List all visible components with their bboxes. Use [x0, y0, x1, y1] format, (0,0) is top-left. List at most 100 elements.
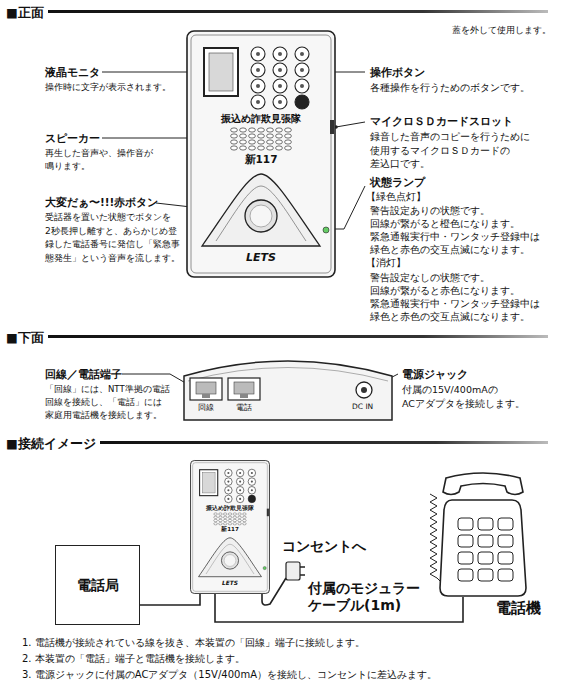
lcd-monitor: [204, 48, 238, 96]
button-mark: [251, 472, 253, 474]
modular-jack: [228, 378, 260, 400]
callout-title: 電源ジャック: [402, 368, 468, 381]
operation-button: [248, 486, 255, 494]
keypad-key: [498, 552, 513, 564]
speaker-hole: [285, 140, 292, 144]
button-mark: [278, 68, 282, 72]
callout-title: 状態ランプ: [370, 176, 425, 189]
sd-card-slot: [330, 120, 334, 134]
callout-title: スピーカー: [45, 132, 100, 145]
speaker-hole: [238, 513, 242, 515]
operation-button: [251, 63, 265, 77]
keypad-key: [498, 518, 513, 530]
button-mark: [256, 52, 260, 56]
coil-cord: [430, 494, 441, 582]
button-arch: [202, 174, 320, 246]
callout-title: 大変だぁ〜!!!赤ボタン: [45, 196, 158, 209]
product-name: 振込め詐欺見張隊: [221, 113, 301, 125]
speaker-hole: [258, 128, 265, 132]
keypad-key: [478, 569, 493, 581]
operation-button: [273, 95, 287, 109]
jack-tab: [240, 394, 248, 398]
callout-title: 液晶モニタ: [45, 66, 100, 79]
callout-text: 操作時に文字が表示されます。: [45, 81, 171, 94]
speaker-hole: [219, 513, 223, 515]
callout-text: 受話器を置いた状態でボタンを 2秒長押し離すと、あらかじめ登 録した電話番号に発…: [45, 211, 185, 265]
callout-text: 録音した音声のコピーを行うために 使用するマイクロＳＤカードの 差込口です。: [370, 130, 532, 171]
device-front-small: 振込め詐欺見張隊新117LETS: [190, 460, 270, 594]
device-bezel: [193, 463, 268, 592]
button-mark: [239, 489, 241, 491]
speaker-hole: [258, 146, 265, 150]
speaker-hole: [267, 140, 274, 144]
step-text: 1. 電話機が接続されている線を抜き、本装置の「回線」端子に接続します。: [22, 637, 365, 649]
callout-text: 警告設定ありの状態です。 回線が繋がると橙色になります。 緊急通報実行中・ワンタ…: [370, 204, 540, 256]
cable-line: [140, 594, 200, 605]
speaker-hole: [223, 523, 227, 525]
speaker-hole: [219, 516, 223, 518]
speaker-hole: [214, 516, 218, 518]
speaker-hole: [258, 134, 265, 138]
speaker-hole: [249, 146, 256, 150]
callout-text: 警告設定なしの状態です。 回線が繋がると赤色になります。 緊急通報実行中・ワンタ…: [370, 271, 540, 323]
speaker-hole: [243, 523, 247, 525]
speaker-hole: [231, 146, 238, 150]
jack-socket: [196, 382, 216, 394]
speaker-hole: [243, 519, 247, 521]
button-mark: [300, 68, 304, 72]
device-front: 振込め詐欺見張隊新117LETS: [186, 30, 336, 278]
speaker-hole: [231, 134, 238, 138]
keypad-key: [458, 552, 473, 564]
button-arch-inner: [216, 186, 306, 241]
speaker-hole: [231, 128, 238, 132]
operation-button: [295, 47, 309, 61]
speaker-hole: [249, 134, 256, 138]
speaker-hole: [223, 513, 227, 515]
operation-button: [295, 95, 309, 109]
speaker-hole: [228, 519, 232, 521]
jack-tab: [202, 394, 210, 398]
button-mark: [300, 84, 304, 88]
operation-button: [251, 79, 265, 93]
speaker-hole: [219, 523, 223, 525]
speaker-hole: [276, 140, 283, 144]
red-button: [221, 552, 238, 569]
speaker-hole: [214, 523, 218, 525]
operation-button: [248, 495, 255, 503]
button-mark: [278, 52, 282, 56]
section-bar: [100, 441, 548, 444]
speaker-hole: [258, 140, 265, 144]
speaker-hole: [249, 140, 256, 144]
speaker-hole: [267, 134, 274, 138]
speaker-hole: [285, 134, 292, 138]
speaker-hole: [240, 146, 247, 150]
model-name: 新117: [221, 526, 239, 532]
keypad-key: [498, 535, 513, 547]
callout-title: マイクロＳＤカードスロット: [370, 115, 513, 128]
operation-button: [236, 495, 243, 503]
speaker-hole: [233, 513, 237, 515]
operation-button: [225, 478, 232, 486]
device-body: [187, 31, 335, 277]
red-button-face: [250, 205, 272, 227]
button-arch: [199, 538, 262, 577]
state-heading: 【緑色点灯】: [366, 191, 426, 202]
speaker-hole: [238, 519, 242, 521]
red-button: [245, 200, 277, 232]
callout-title: 操作ボタン: [370, 66, 425, 79]
speaker-hole: [214, 513, 218, 515]
speaker-hole: [233, 519, 237, 521]
speaker-hole: [267, 128, 274, 132]
button-mark: [227, 489, 229, 491]
operation-button: [295, 79, 309, 93]
cable-label: 付属のモジュラー ケーブル(1m): [308, 580, 426, 614]
operation-button: [273, 63, 287, 77]
section-heading: ■下面: [6, 330, 44, 345]
speaker-hole: [243, 513, 247, 515]
speaker-hole: [285, 146, 292, 150]
handset: [443, 473, 523, 495]
exchange-box: 電話局: [55, 545, 140, 625]
speaker-hole: [228, 523, 232, 525]
section-bar: [48, 10, 548, 13]
